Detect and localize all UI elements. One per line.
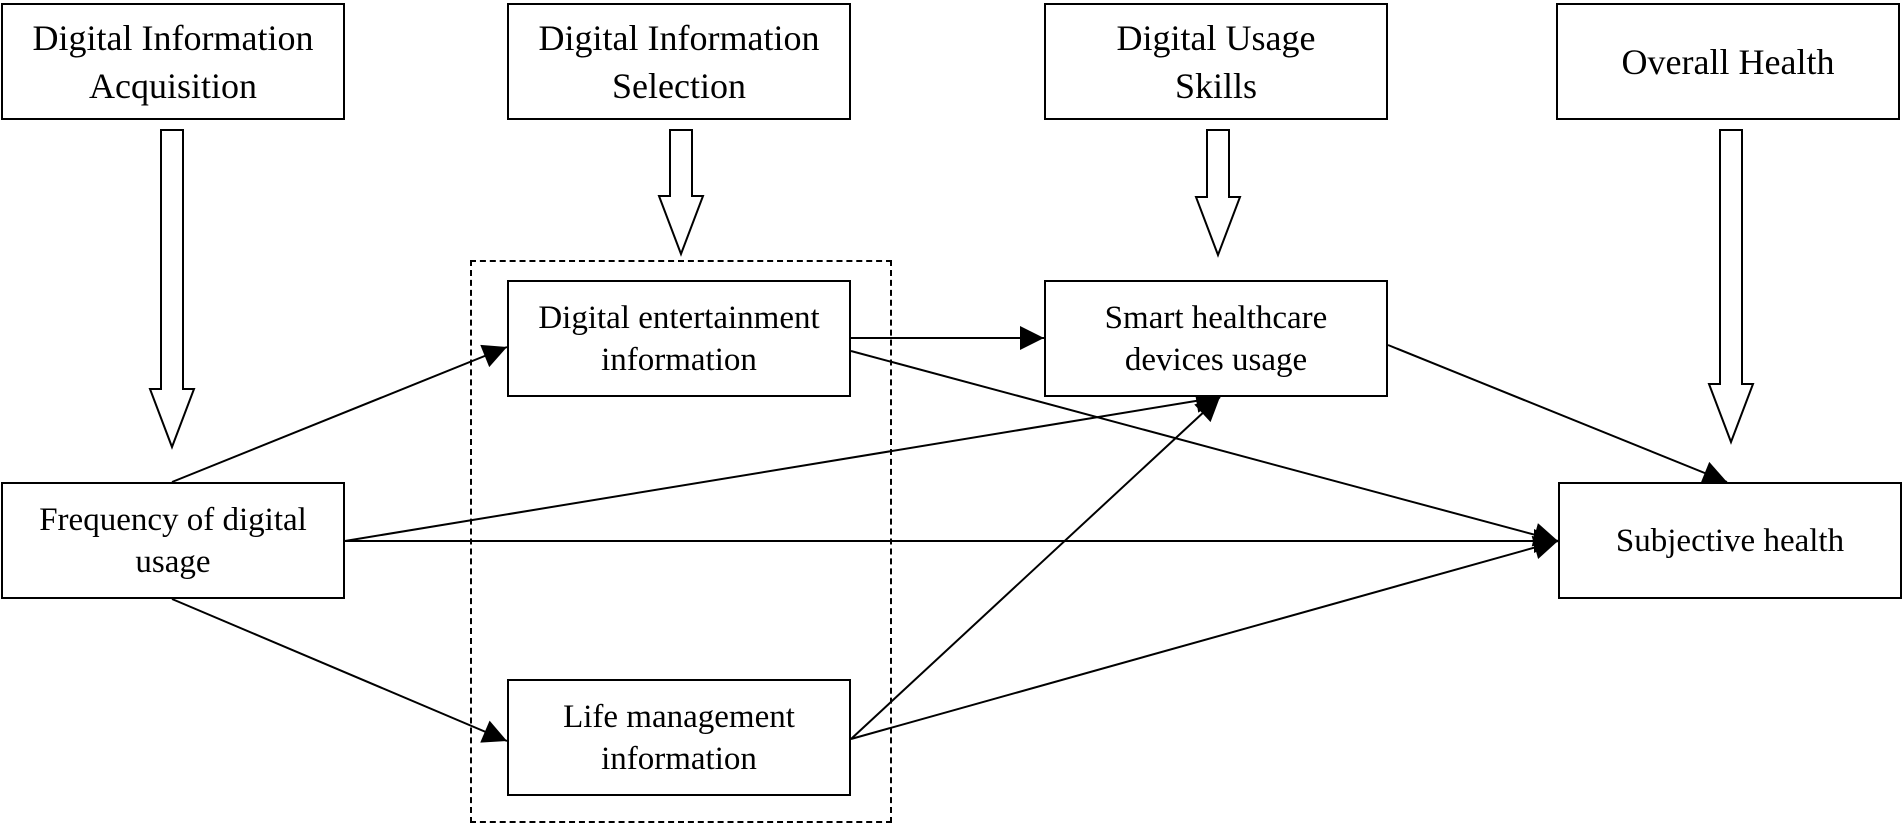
arrow-life-to-subjective	[850, 535, 1559, 740]
arrow-entertainment-to-subjective	[850, 350, 1559, 547]
subjective-health-label: Subjective health	[1615, 522, 1845, 559]
hollow-arrow-selection-to-entertainment-life-group	[657, 129, 705, 257]
digital-information-acquisition-box: Digital Information Acquisition	[1, 3, 345, 120]
digital-usage-skills-label: Digital Usage Skills	[1116, 17, 1316, 106]
digital-information-selection-label: Digital Information Selection	[538, 17, 820, 106]
arrow-frequency-to-life	[171, 598, 508, 743]
life-management-information-box: Life management information	[507, 679, 851, 796]
overall-health-label: Overall Health	[1621, 41, 1835, 82]
subjective-health-box: Subjective health	[1558, 482, 1902, 599]
arrow-life-to-smart	[850, 396, 1221, 740]
smart-healthcare-devices-usage-label: Smart healthcare devices usage	[1104, 299, 1328, 378]
digital-entertainment-information-box: Digital entertainment information	[507, 280, 851, 397]
frequency-of-digital-usage-label: Frequency of digital usage	[39, 501, 307, 580]
information-selection-group	[470, 260, 892, 823]
hollow-arrow-overall-to-subjective	[1707, 129, 1755, 445]
frequency-of-digital-usage-box: Frequency of digital usage	[1, 482, 345, 599]
digital-information-selection-box: Digital Information Selection	[507, 3, 851, 120]
digital-usage-skills-box: Digital Usage Skills	[1044, 3, 1388, 120]
overall-health-box: Overall Health	[1556, 3, 1900, 120]
arrow-smart-to-subjective	[1387, 344, 1728, 485]
digital-information-acquisition-label: Digital Information Acquisition	[32, 17, 314, 106]
hollow-arrow-acquisition-to-frequency	[148, 129, 196, 450]
digital-entertainment-information-label: Digital entertainment information	[538, 299, 820, 378]
life-management-information-label: Life management information	[563, 698, 795, 777]
hollow-arrow-skills-to-smart	[1194, 129, 1242, 258]
arrow-frequency-to-smart	[344, 389, 1221, 542]
arrow-frequency-to-entertainment	[171, 344, 508, 483]
smart-healthcare-devices-usage-box: Smart healthcare devices usage	[1044, 280, 1388, 397]
